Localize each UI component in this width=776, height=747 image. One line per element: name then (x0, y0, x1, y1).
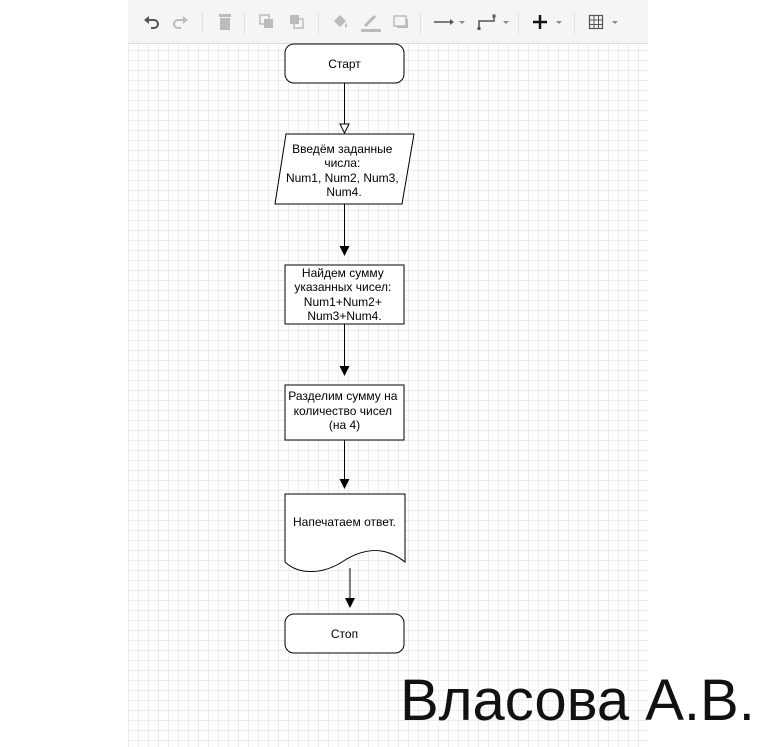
divide-label: Разделим сумму на количество чисел (на 4… (288, 389, 400, 432)
toolbar (128, 0, 648, 44)
diagram-canvas[interactable] (128, 0, 648, 747)
author-signature: Власова А.В. (400, 668, 755, 733)
divide-line: количество чисел (294, 404, 392, 418)
input-line: Num4. (326, 185, 361, 199)
shadow-icon[interactable] (392, 12, 410, 32)
output-label: Напечатаем ответ. (293, 515, 396, 529)
start-terminal[interactable]: Старт (284, 43, 405, 84)
insert-icon[interactable] (532, 12, 568, 32)
stop-terminal[interactable]: Стоп (284, 613, 405, 654)
connection-icon[interactable] (432, 12, 466, 32)
sum-line: Num1+Num2+ (304, 295, 382, 309)
sum-line: указанных чисел: (294, 280, 391, 294)
sum-process-box[interactable]: Найдем сумму указанных чисел: Num1+Num2+… (284, 264, 405, 325)
input-parallelogram[interactable]: Введём заданные числа: Num1, Num2, Num3,… (274, 133, 415, 205)
to-back-icon[interactable] (288, 12, 306, 32)
fill-color-icon[interactable] (330, 12, 350, 32)
connector-start-input (339, 83, 350, 135)
undo-icon[interactable] (142, 12, 162, 32)
start-label: Старт (328, 57, 361, 71)
sum-line: Num3+Num4. (307, 309, 381, 323)
divide-line: Разделим сумму на (288, 389, 397, 403)
table-icon[interactable] (588, 12, 624, 32)
input-line: числа: (324, 156, 360, 170)
divide-line: (на 4) (329, 418, 360, 432)
redo-icon[interactable] (170, 12, 190, 32)
sum-label: Найдем сумму указанных чисел: Num1+Num2+… (294, 266, 394, 323)
divide-process-box[interactable]: Разделим сумму на количество чисел (на 4… (284, 384, 405, 441)
input-line: Num1, Num2, Num3, (286, 171, 399, 185)
waypoints-icon[interactable] (476, 12, 512, 32)
delete-icon[interactable] (216, 12, 234, 32)
input-line: Введём заданные (292, 142, 393, 156)
output-document-shape[interactable]: Напечатаем ответ. (284, 493, 406, 573)
sum-line: Найдем сумму (302, 266, 384, 280)
line-color-icon[interactable] (360, 12, 382, 32)
to-front-icon[interactable] (258, 12, 276, 32)
input-label: Введём заданные числа: Num1, Num2, Num3,… (286, 142, 402, 199)
stop-label: Стоп (331, 627, 358, 641)
